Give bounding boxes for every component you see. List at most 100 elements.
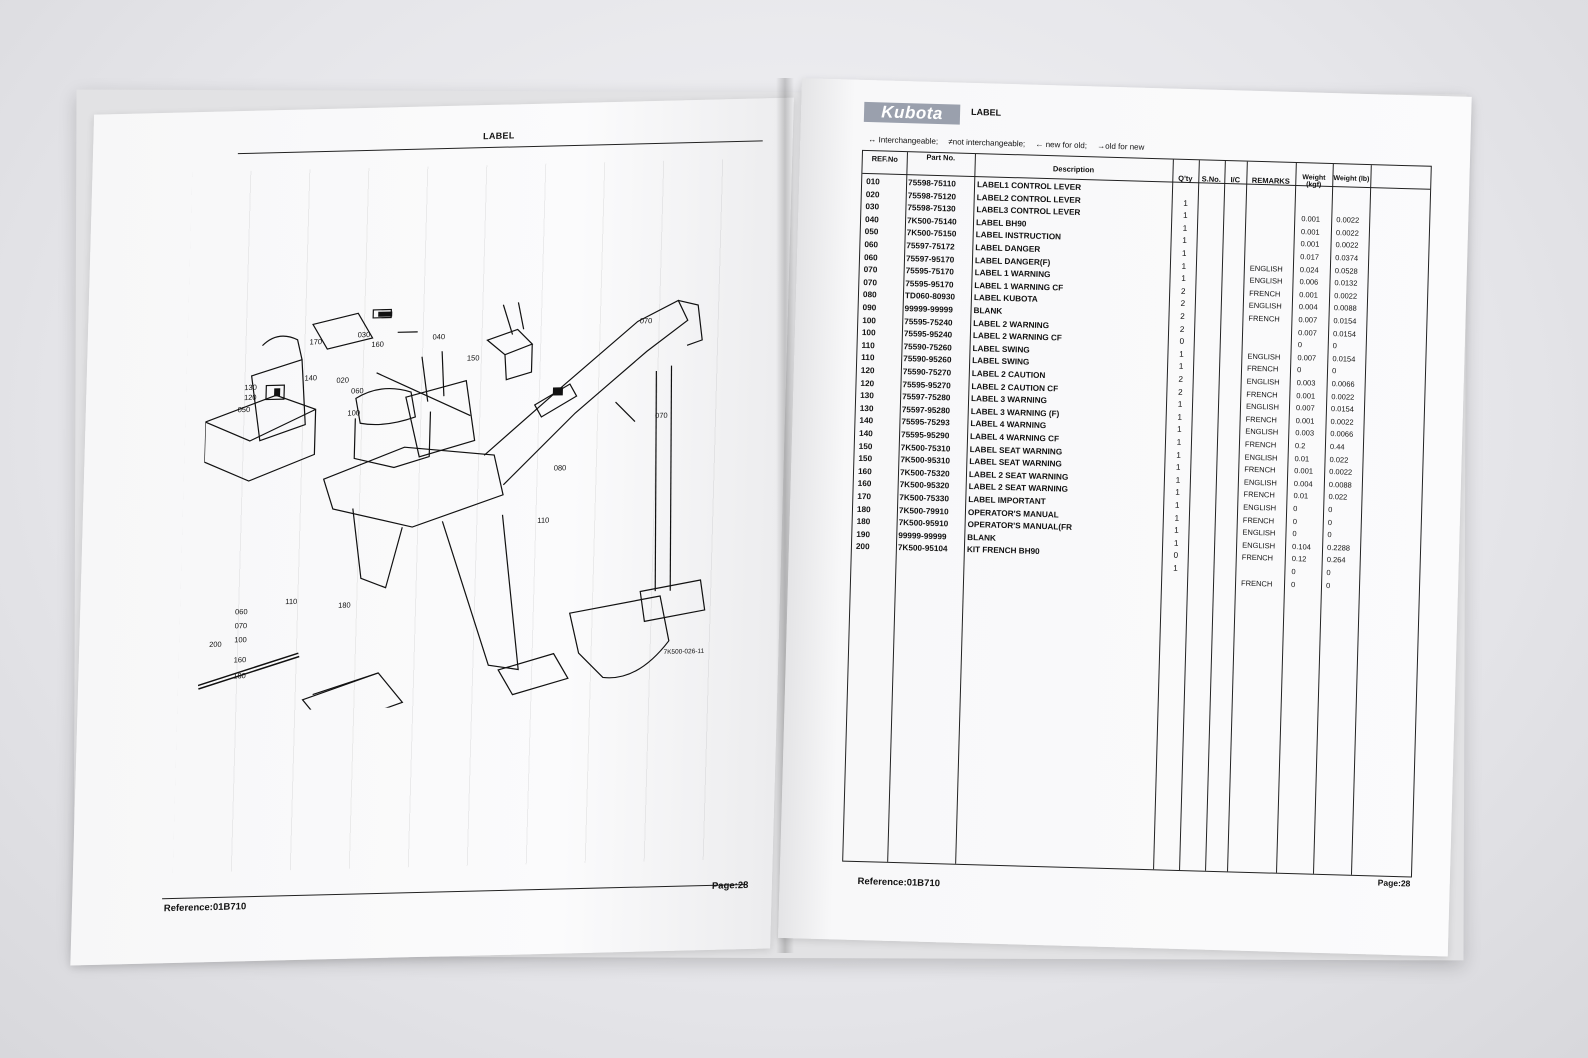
cell-remarks: ENGLISH bbox=[1243, 502, 1277, 513]
cell-weight-lb: 0.0154 bbox=[1332, 353, 1356, 364]
cell-ref: 160 bbox=[857, 479, 872, 489]
header-qty: Q'ty bbox=[1178, 173, 1193, 184]
cell-weight-kgf: 0.12 bbox=[1291, 554, 1307, 564]
cell-weight-lb: 0 bbox=[1327, 517, 1333, 527]
cell-weight-kgf: 0 bbox=[1293, 504, 1298, 514]
cell-part: 7K500-75150 bbox=[906, 228, 957, 239]
cell-qty: 1 bbox=[1182, 236, 1188, 246]
callout-110-frame: 110 bbox=[537, 515, 550, 525]
cell-part: 75597-95280 bbox=[901, 404, 951, 416]
cell-desc: LABEL DANGER(F) bbox=[974, 255, 1051, 267]
cell-weight-kgf: 0.004 bbox=[1298, 302, 1318, 313]
cell-desc: LABEL SWING bbox=[972, 356, 1030, 368]
callout-group-180: 180 bbox=[233, 671, 246, 681]
cell-weight-kgf: 0.001 bbox=[1299, 289, 1319, 300]
left-page-title: LABEL bbox=[482, 130, 515, 142]
cell-qty: 1 bbox=[1183, 198, 1189, 208]
cell-qty: 1 bbox=[1181, 248, 1187, 258]
cell-weight-lb: 0.264 bbox=[1326, 555, 1346, 565]
cell-weight-lb: 0.0374 bbox=[1335, 253, 1359, 263]
cell-remarks: FRENCH bbox=[1240, 578, 1273, 589]
cell-ref: 070 bbox=[863, 277, 878, 288]
callout-070-top: 070 bbox=[639, 316, 653, 326]
cell-desc: KIT FRENCH BH90 bbox=[966, 545, 1040, 557]
cell-weight-kgf: 0.007 bbox=[1295, 403, 1315, 413]
cell-desc: BLANK bbox=[967, 532, 997, 543]
cell-weight-kgf: 0.017 bbox=[1300, 252, 1320, 262]
cell-weight-lb: 0.022 bbox=[1329, 454, 1349, 465]
callout-120: 120 bbox=[243, 392, 257, 403]
cell-desc: LABEL 2 SEAT WARNING bbox=[968, 469, 1069, 482]
cell-weight-kgf: 0 bbox=[1297, 340, 1303, 350]
cell-ref: 120 bbox=[860, 378, 875, 388]
cell-remarks: ENGLISH bbox=[1249, 263, 1283, 274]
left-page-number: Page:28 bbox=[711, 879, 749, 892]
callout-group-100: 100 bbox=[234, 635, 247, 645]
right-page: Kubota LABEL ↔ Interchangeable; ≠not int… bbox=[777, 78, 1472, 957]
right-reference: Reference:01B710 bbox=[857, 876, 941, 890]
cell-desc: LABEL SWING bbox=[972, 343, 1030, 355]
cell-remarks: ENGLISH bbox=[1247, 351, 1281, 362]
cell-remarks: ENGLISH bbox=[1249, 275, 1283, 286]
cell-desc: LABEL 2 CAUTION CF bbox=[971, 381, 1059, 394]
cell-weight-kgf: 0 bbox=[1292, 516, 1298, 526]
cell-part: 75598-75130 bbox=[907, 203, 956, 214]
cell-weight-kgf: 0.001 bbox=[1300, 239, 1320, 250]
cell-part: 75595-95270 bbox=[902, 379, 951, 391]
header-rule bbox=[237, 140, 763, 155]
cell-weight-lb: 0 bbox=[1326, 568, 1331, 578]
cell-part: 7K500-75310 bbox=[900, 442, 951, 454]
callout-030: 030 bbox=[357, 330, 371, 340]
cell-weight-kgf: 0.024 bbox=[1299, 264, 1319, 275]
cell-ref: 010 bbox=[866, 177, 880, 187]
cell-ref: 120 bbox=[860, 365, 875, 376]
cell-part: 75597-75172 bbox=[906, 241, 955, 252]
cell-weight-lb: 0 bbox=[1325, 580, 1331, 590]
cell-desc: LABEL 2 WARNING bbox=[973, 318, 1050, 330]
cell-part: 75590-75270 bbox=[902, 367, 952, 378]
cell-ref: 030 bbox=[865, 202, 880, 212]
cell-remarks: FRENCH bbox=[1244, 439, 1277, 450]
left-page: LABEL bbox=[70, 97, 794, 966]
right-page-title: LABEL bbox=[970, 106, 1002, 118]
header-part: Part No. bbox=[926, 152, 956, 163]
cell-part: 75598-75110 bbox=[908, 178, 957, 189]
cell-desc: LABEL2 CONTROL LEVER bbox=[976, 192, 1081, 205]
cell-ref: 100 bbox=[862, 315, 877, 325]
cell-desc: LABEL3 CONTROL LEVER bbox=[976, 205, 1081, 218]
cell-ref: 190 bbox=[856, 529, 871, 540]
callout-050: 050 bbox=[237, 404, 251, 415]
header-ref: REF.No bbox=[871, 154, 899, 164]
cell-ref: 040 bbox=[864, 214, 879, 225]
cell-part: 75595-95240 bbox=[903, 329, 953, 340]
cell-part: 7K500-75140 bbox=[906, 215, 957, 227]
cell-weight-lb: 0.0154 bbox=[1332, 328, 1357, 339]
cell-weight-lb: 0.0022 bbox=[1336, 215, 1360, 225]
cell-desc: BLANK bbox=[973, 306, 1003, 316]
cell-weight-kgf: 0 bbox=[1291, 567, 1296, 577]
cell-weight-lb: 0.0132 bbox=[1334, 278, 1358, 288]
cell-ref: 060 bbox=[863, 252, 878, 262]
cell-ref: 110 bbox=[861, 353, 875, 363]
cell-desc: LABEL KUBOTA bbox=[973, 293, 1038, 305]
cell-weight-kgf: 0.001 bbox=[1301, 214, 1321, 224]
cell-weight-lb: 0.0154 bbox=[1330, 404, 1355, 414]
cell-qty: 1 bbox=[1181, 274, 1186, 284]
cell-weight-kgf: 0 bbox=[1290, 579, 1296, 589]
header-weight-lb: Weight (lb) bbox=[1333, 175, 1370, 184]
cell-qty: 1 bbox=[1175, 462, 1181, 473]
cell-ref: 180 bbox=[856, 517, 871, 527]
cell-desc: LABEL DANGER bbox=[975, 243, 1041, 254]
callout-020: 020 bbox=[336, 375, 350, 385]
right-page-number: Page:28 bbox=[1377, 877, 1411, 889]
cell-qty: 1 bbox=[1176, 437, 1182, 447]
cell-part: 7K500-79910 bbox=[898, 505, 949, 517]
cell-ref: 020 bbox=[865, 189, 880, 199]
cell-part: 7K500-95310 bbox=[900, 455, 951, 466]
cell-weight-kgf: 0 bbox=[1296, 365, 1302, 375]
cell-weight-kgf: 0.007 bbox=[1298, 315, 1318, 325]
cell-qty: 1 bbox=[1178, 362, 1184, 372]
cell-weight-kgf: 0.006 bbox=[1299, 277, 1319, 287]
cell-weight-lb: 0.44 bbox=[1329, 442, 1345, 452]
cell-qty: 1 bbox=[1174, 500, 1180, 510]
